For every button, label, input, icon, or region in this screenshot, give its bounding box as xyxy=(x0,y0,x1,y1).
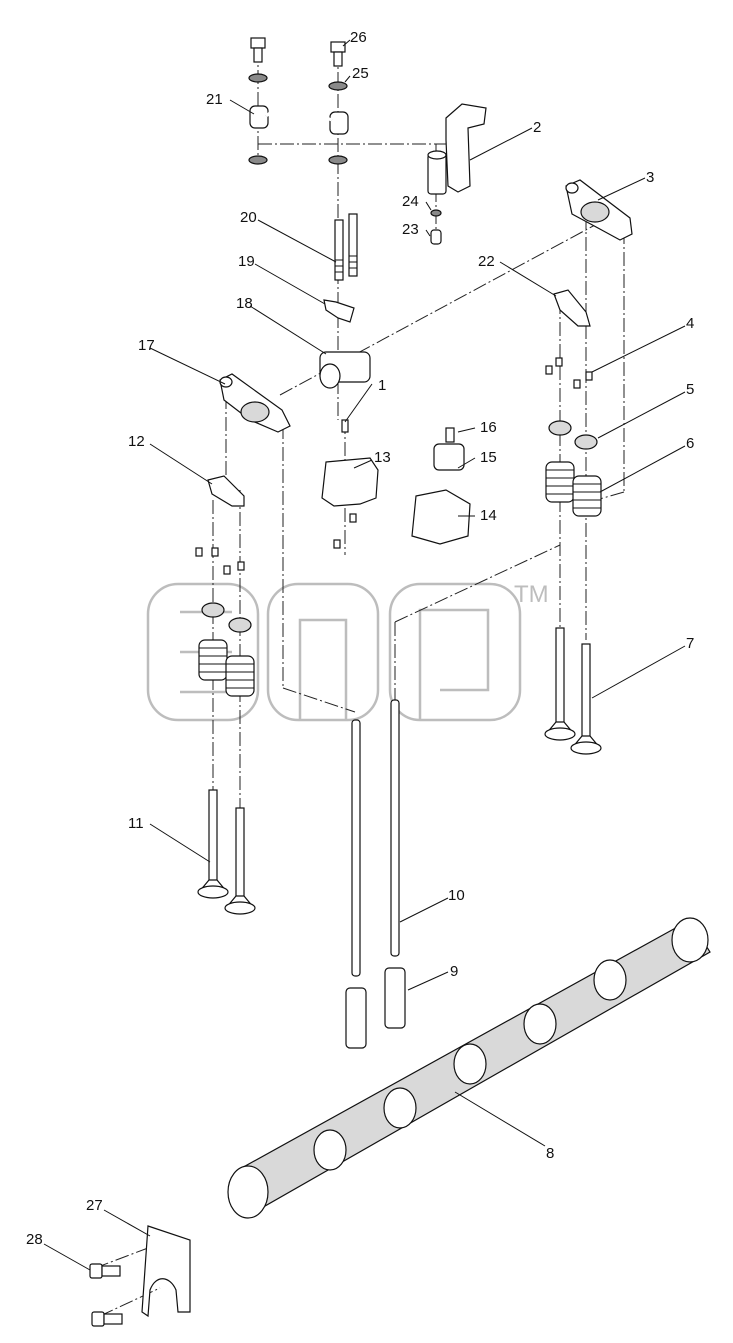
rocker-arm-3 xyxy=(565,179,633,241)
callout-23: 23 xyxy=(402,221,419,238)
callout-22: 22 xyxy=(478,253,495,270)
callout-21: 21 xyxy=(206,91,223,108)
valve-springs-6 xyxy=(545,461,602,517)
camshaft-8 xyxy=(227,917,711,1219)
callout-5: 5 xyxy=(686,381,694,398)
callout-12: 12 xyxy=(128,433,145,450)
top-bolt-right xyxy=(330,41,346,67)
callout-20: 20 xyxy=(240,209,257,226)
washers-25 xyxy=(248,73,348,165)
clamp-15 xyxy=(433,443,465,471)
callout-18: 18 xyxy=(236,295,253,312)
bolts-28 xyxy=(89,1263,123,1327)
top-bolt-left xyxy=(250,37,266,63)
bridge-12 xyxy=(207,475,245,507)
clip-19 xyxy=(323,299,355,323)
valve-springs-left xyxy=(198,639,255,697)
callout-27: 27 xyxy=(86,1197,103,1214)
callout-15: 15 xyxy=(480,449,497,466)
callout-11: 11 xyxy=(128,815,144,832)
bridge-22 xyxy=(553,289,591,327)
thrust-plate-27 xyxy=(141,1225,191,1318)
pin-23 xyxy=(430,229,442,245)
plug-1 xyxy=(341,419,349,433)
injector-assembly xyxy=(411,427,471,545)
callout-13: 13 xyxy=(374,449,391,466)
o-ring-24 xyxy=(430,209,442,217)
callout-4: 4 xyxy=(686,315,694,332)
valve-keys-left xyxy=(195,547,245,575)
callout-24: 24 xyxy=(402,193,419,210)
callout-6: 6 xyxy=(686,435,694,452)
oil-tube-21 xyxy=(249,93,349,135)
valves-11 xyxy=(197,789,256,915)
callout-17: 17 xyxy=(138,337,155,354)
callout-14: 14 xyxy=(480,507,497,524)
callout-10: 10 xyxy=(448,887,465,904)
callout-2: 2 xyxy=(533,119,541,136)
callout-28: 28 xyxy=(26,1231,43,1248)
shaft-block-18 xyxy=(319,351,371,389)
retainer-left-b xyxy=(228,617,252,633)
callout-19: 19 xyxy=(238,253,255,270)
watermark-logo: TM xyxy=(146,581,549,722)
watermark-trademark: TM xyxy=(514,581,549,608)
studs-20 xyxy=(334,213,358,281)
callout-3: 3 xyxy=(646,169,654,186)
callout-9: 9 xyxy=(450,963,458,980)
rocker-bracket-2 xyxy=(427,103,487,195)
callout-25: 25 xyxy=(352,65,369,82)
rocker-arm-17 xyxy=(219,373,291,433)
callout-16: 16 xyxy=(480,419,497,436)
callout-8: 8 xyxy=(546,1145,554,1162)
retainer-left-a xyxy=(201,602,225,618)
callout-leaders xyxy=(43,39,686,1271)
housing-14 xyxy=(411,489,471,545)
valves-7 xyxy=(544,627,602,755)
callout-labels: 1 2 3 4 5 6 7 8 9 10 11 12 13 14 15 16 1… xyxy=(26,29,694,1248)
rocker-support-13 xyxy=(321,457,379,549)
push-rods-10 xyxy=(351,699,400,977)
tappets-9 xyxy=(345,967,406,1049)
callout-7: 7 xyxy=(686,635,694,652)
callout-26: 26 xyxy=(350,29,367,46)
screw-16 xyxy=(445,427,455,443)
retainer-5a xyxy=(548,420,572,436)
valve-keys-4 xyxy=(545,357,593,389)
callout-1: 1 xyxy=(378,377,386,394)
retainer-5b xyxy=(574,434,598,450)
